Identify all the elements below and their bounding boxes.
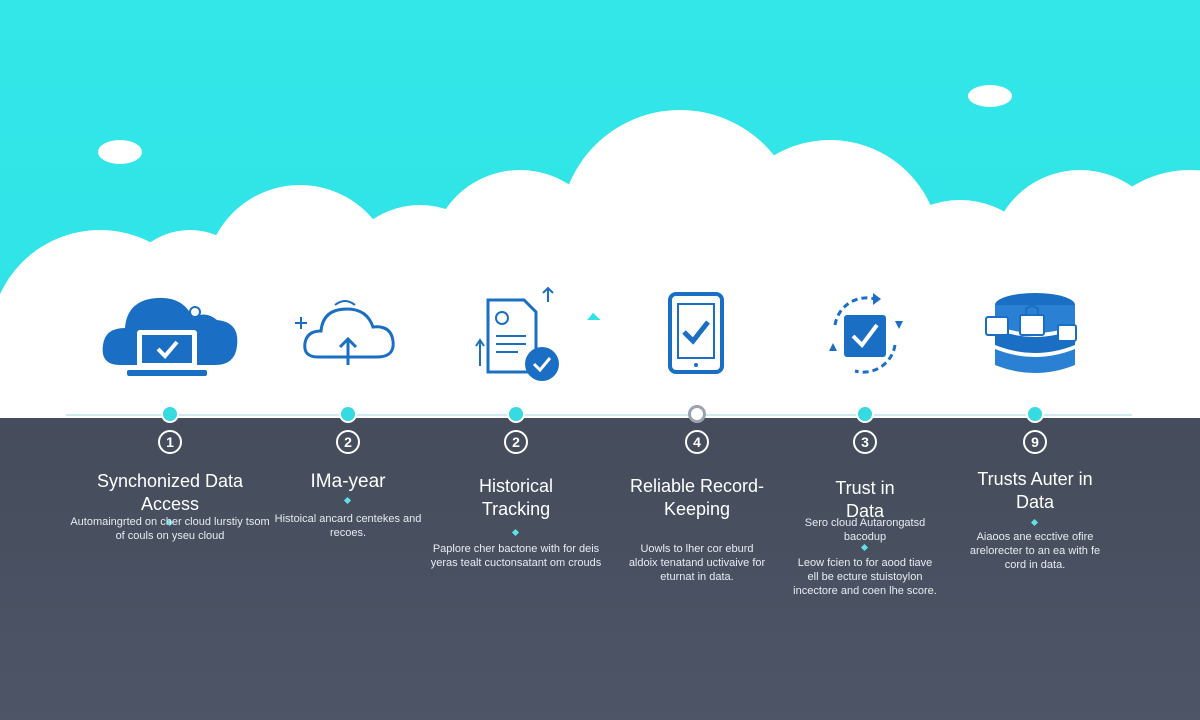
timeline-node xyxy=(856,405,874,423)
tablet-check-icon xyxy=(597,280,797,390)
diamond-marker xyxy=(860,543,869,552)
diamond-marker xyxy=(343,496,352,505)
diamond-marker xyxy=(1030,518,1039,527)
step-description: Paplore cher bactone with for deis yeras… xyxy=(430,543,602,569)
step-2: 2 IMa-year Histoical ancard centekes and… xyxy=(248,0,448,720)
sync-check-icon xyxy=(765,280,965,390)
step-title: Synchonized Data Access xyxy=(96,471,244,514)
step-number: 2 xyxy=(504,430,528,454)
cloud-laptop-check-icon xyxy=(70,280,270,390)
step-description: Histoical ancard centekes and recoes. xyxy=(274,513,422,539)
diamond-marker xyxy=(511,528,520,537)
step-number: 4 xyxy=(685,430,709,454)
timeline-node xyxy=(688,405,706,423)
timeline-line xyxy=(66,414,1132,416)
step-5: 3 Trust in Data Sero cloud Autarongatsd … xyxy=(765,0,965,720)
timeline-node xyxy=(161,405,179,423)
step-description: Leow fcien to for aood tiave ell be ectu… xyxy=(793,557,937,597)
content-panel xyxy=(0,418,1200,720)
step-title: Trusts Auter in Data xyxy=(977,469,1093,512)
cloud-upload-icon xyxy=(248,280,448,390)
step-number: 3 xyxy=(853,430,877,454)
step-description: Automaingrted on cher cloud lurstiy tsom… xyxy=(70,516,270,542)
step-number: 2 xyxy=(336,430,360,454)
step-description: Aiaoos ane ecctive ofire arelorecter to … xyxy=(969,531,1101,571)
timeline-node xyxy=(507,405,525,423)
step-description: Uowls to lher cor eburd aldoix tenatand … xyxy=(628,543,766,583)
step-title: Historical Tracking xyxy=(478,476,553,519)
database-security-icon xyxy=(935,280,1135,390)
step-title: IMa-year xyxy=(310,471,386,492)
step-title: Reliable Record-Keeping xyxy=(629,476,765,519)
step-3: 2 Historical Tracking Paplore cher bacto… xyxy=(416,0,616,720)
timeline-node xyxy=(1026,405,1044,423)
step-title: Trust in Data xyxy=(835,478,895,521)
timeline-node xyxy=(339,405,357,423)
step-6: 9 Trusts Auter in Data Aiaoos ane ecctiv… xyxy=(935,0,1135,720)
document-check-icon xyxy=(416,280,616,390)
sky-background xyxy=(0,0,1200,420)
cloud-shapes xyxy=(0,85,1200,420)
step-number: 9 xyxy=(1023,430,1047,454)
step-4: 4 Reliable Record-Keeping Uowls to lher … xyxy=(597,0,797,720)
step-description: Sero cloud Autarongatsd bacodup xyxy=(804,517,926,543)
step-number: 1 xyxy=(158,430,182,454)
step-1: 1 Synchonized Data Access Automaingrted … xyxy=(70,0,270,720)
